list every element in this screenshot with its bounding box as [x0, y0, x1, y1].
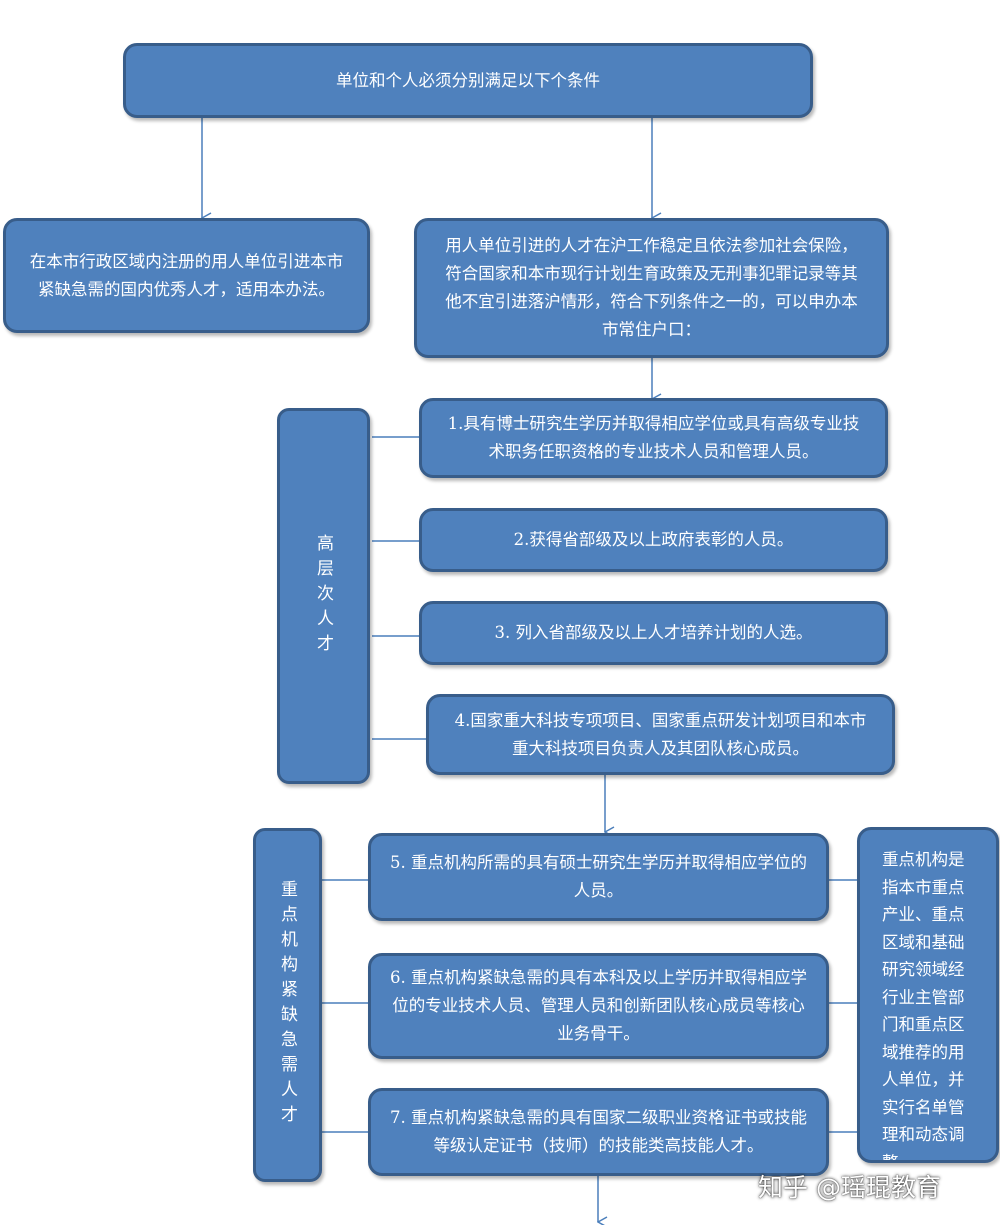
condition-item-2: 2.获得省部级及以上政府表彰的人员。 [419, 508, 888, 572]
condition-item-1: 1.具有博士研究生学历并取得相应学位或具有高级专业技术职务任职资格的专业技术人员… [419, 398, 888, 478]
scope-box: 在本市行政区域内注册的用人单位引进本市紧缺急需的国内优秀人才，适用本办法。 [3, 218, 370, 333]
condition-item-5: 5. 重点机构所需的具有硕士研究生学历并取得相应学位的人员。 [368, 833, 829, 921]
top-condition-box: 单位和个人必须分别满足以下个条件 [123, 43, 813, 118]
condition-item-7: 7. 重点机构紧缺急需的具有国家二级职业资格证书或技能等级认定证书（技师）的技能… [368, 1088, 829, 1176]
watermark: 知乎 @瑶琨教育 [758, 1173, 941, 1202]
condition-item-4: 4.国家重大科技专项项目、国家重点研发计划项目和本市重大科技项目负责人及其团队核… [426, 694, 895, 775]
key-institution-talent-text: 重点机构紧缺急需人才 [277, 880, 297, 1130]
condition-item-3: 3. 列入省部级及以上人才培养计划的人选。 [419, 601, 888, 665]
key-institution-note: 重点机构是指本市重点产业、重点区域和基础研究领域经行业主管部门和重点区域推荐的用… [857, 827, 999, 1163]
high-level-talent-label: 高层次人才 [277, 408, 370, 784]
condition-item-6: 6. 重点机构紧缺急需的具有本科及以上学历并取得相应学位的专业技术人员、管理人员… [368, 953, 829, 1059]
requirements-box: 用人单位引进的人才在沪工作稳定且依法参加社会保险，符合国家和本市现行计划生育政策… [414, 218, 889, 358]
high-level-talent-text: 高层次人才 [313, 533, 333, 659]
key-institution-talent-label: 重点机构紧缺急需人才 [253, 828, 322, 1182]
